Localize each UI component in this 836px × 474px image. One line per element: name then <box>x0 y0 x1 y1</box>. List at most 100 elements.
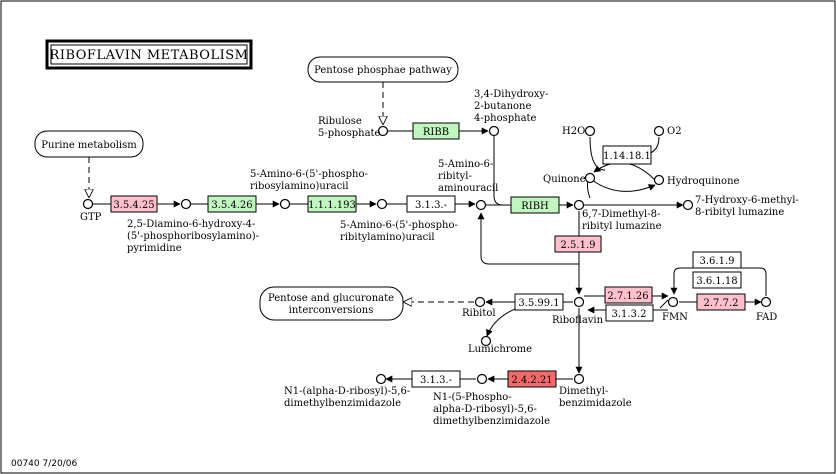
enzyme-2-7-7-2[interactable]: 2.7.7.2 <box>696 293 746 311</box>
label-fad: FAD <box>756 312 777 323</box>
enzyme-3-5-4-26[interactable]: 3.5.4.26 <box>207 195 257 213</box>
enzyme-1-1-1-193[interactable]: 1.1.1.193 <box>307 195 357 213</box>
compound-phospho-dmb[interactable] <box>476 373 488 385</box>
label-quinone: Quinone <box>543 174 586 185</box>
diagram-text: ribosylamino)uracil <box>250 181 349 192</box>
map-pentose-glucuronate[interactable]: Pentose and glucuronate interconversions <box>259 286 404 321</box>
label-gtp: GTP <box>80 212 102 223</box>
diagram-text: aminouracil <box>438 183 498 194</box>
diagram-text: Dimethyl- <box>559 386 608 397</box>
diagram-text: 2.5.1.9 <box>561 240 596 251</box>
label-amino-ribityluracil: 5-Amino-6- ribityl- aminouracil <box>438 159 498 194</box>
compound-quinone[interactable] <box>584 172 596 184</box>
compound-riboflavin[interactable] <box>573 296 585 308</box>
diagram-text: Pentose phosphae pathway <box>314 65 452 76</box>
diagram-text: 2-butanone <box>474 101 531 112</box>
label-ribitol: Ribitol <box>462 308 496 319</box>
enzyme-3-1-3-2[interactable]: 3.1.3.2 <box>605 304 654 322</box>
map-pentose-phosphate[interactable]: Pentose phosphae pathway <box>307 56 459 83</box>
diagram-text: ribityl lumazine <box>582 221 662 232</box>
diagram-text: 3.1.3.2 <box>612 309 647 320</box>
label-diamino: 2,5-Diamino-6-hydroxy-4- (5'-phosphoribo… <box>127 219 259 254</box>
label-lumichrome: Lumichrome <box>468 344 532 355</box>
label-riboflavin: Riboflavin <box>552 315 604 326</box>
compound-amino-ribityluracil[interactable] <box>475 199 487 211</box>
label-dimethyl-lumazine: 6,7-Dimethyl-8- ribityl lumazine <box>582 209 662 232</box>
compound-diamino[interactable] <box>180 198 192 210</box>
diagram-text: N1-(5-Phospho- <box>433 392 512 403</box>
label-ribulose: Ribulose 5-phosphate <box>318 116 381 139</box>
compound-hydroquinone[interactable] <box>653 174 665 186</box>
diagram-text: Purine metabolism <box>41 140 137 151</box>
diagram-text: 5-Amino-6-(5'-phospho- <box>340 220 458 231</box>
enzyme-3-1-3-dash[interactable]: 3.1.3.- <box>406 195 456 213</box>
diagram-text: interconversions <box>289 305 374 316</box>
enzyme-ribb[interactable]: RIBB <box>412 122 460 140</box>
diagram-text: 3,4-Dihydroxy- <box>474 89 548 100</box>
enzyme-2-5-1-9[interactable]: 2.5.1.9 <box>554 235 602 253</box>
diagram-title: RIBOFLAVIN METABOLISM <box>50 48 249 63</box>
compound-amino-ribosyl[interactable] <box>279 198 291 210</box>
diagram-text: dimethylbenzimidazole <box>284 398 401 409</box>
compound-hydroxy-lumazine[interactable] <box>682 199 694 211</box>
diagram-text: 3.5.99.1 <box>518 298 559 309</box>
label-o2: O2 <box>667 126 682 137</box>
compound-dmb[interactable] <box>573 373 585 385</box>
compound-ribulose[interactable] <box>377 125 389 137</box>
enzyme-3-1-3-dash-b[interactable]: 3.1.3.- <box>411 370 461 388</box>
compound-h2o[interactable] <box>584 125 596 137</box>
compound-ribosyl-dmb[interactable] <box>375 373 387 385</box>
compound-fad[interactable] <box>760 296 772 308</box>
title-box: RIBOFLAVIN METABOLISM <box>45 39 253 70</box>
enzyme-3-6-1-18[interactable]: 3.6.1.18 <box>692 271 742 289</box>
diagram-text: 1.1.1.193 <box>308 200 356 211</box>
diagram-text: 5-phosphate <box>318 128 381 139</box>
compound-dihydroxy[interactable] <box>488 125 500 137</box>
compound-lumichrome[interactable] <box>480 335 492 347</box>
label-amino-ribityl: 5-Amino-6-(5'-phospho- ribitylamino)urac… <box>340 220 458 243</box>
diagram-text: 3.1.3.- <box>420 375 452 386</box>
diagram-text: 3.1.3.- <box>415 200 447 211</box>
diagram-text: RIBB <box>423 127 449 138</box>
enzyme-3-5-4-25[interactable]: 3.5.4.25 <box>110 195 158 213</box>
diagram-text: (5'-phosphoribosylamino)- <box>127 231 259 242</box>
label-ribosyl-dmb: N1-(alpha-D-ribosyl)-5,6- dimethylbenzim… <box>284 386 410 409</box>
diagram-text: N1-(alpha-D-ribosyl)-5,6- <box>284 386 410 397</box>
enzyme-ribh[interactable]: RIBH <box>510 196 560 214</box>
diagram-text: 3.5.4.26 <box>211 200 252 211</box>
diagram-text: 5-Amino-6- <box>438 159 493 170</box>
label-fmn: FMN <box>662 312 688 323</box>
enzyme-3-6-1-9[interactable]: 3.6.1.9 <box>692 251 742 269</box>
compound-o2[interactable] <box>653 125 665 137</box>
compound-amino-ribityl[interactable] <box>376 198 388 210</box>
diagram-text: dimethylbenzimidazole <box>433 416 550 427</box>
diagram-text: 2,5-Diamino-6-hydroxy-4- <box>127 219 255 230</box>
label-dmb: Dimethyl- benzimidazole <box>559 386 632 409</box>
diagram-text: alpha-D-ribosyl)-5,6- <box>433 404 537 415</box>
label-amino-ribosyl: 5-Amino-6-(5'-phospho- ribosylamino)urac… <box>250 169 368 192</box>
compound-gtp[interactable] <box>82 198 94 210</box>
enzyme-1-14-18-1[interactable]: 1.14.18.1 <box>602 145 652 165</box>
label-hydroxy-lumazine: 7-Hydroxy-6-methyl- 8-ribityl lumazine <box>695 195 799 218</box>
enzyme-2-7-1-26[interactable]: 2.7.1.26 <box>604 286 653 304</box>
compound-fmn[interactable] <box>667 296 679 308</box>
compound-dimethyl-lumazine[interactable] <box>573 199 585 211</box>
diagram-text: 7-Hydroxy-6-methyl- <box>695 195 799 206</box>
diagram-text: 2.7.1.26 <box>607 291 648 302</box>
diagram-text: RIBH <box>521 201 549 212</box>
diagram-text: 4-phosphate <box>474 113 537 124</box>
enzyme-2-4-2-21[interactable]: 2.4.2.21 <box>507 370 557 388</box>
compound-ribitol[interactable] <box>474 296 486 308</box>
footer-id-date: 00740 7/20/06 <box>11 459 77 469</box>
diagram-text: benzimidazole <box>559 398 632 409</box>
label-phospho-dmb: N1-(5-Phospho- alpha-D-ribosyl)-5,6- dim… <box>433 392 550 427</box>
diagram-text: 5-Amino-6-(5'-phospho- <box>250 169 368 180</box>
diagram-text: 8-ribityl lumazine <box>695 207 784 218</box>
label-h2o: H2O <box>562 126 585 137</box>
diagram-text: Pentose and glucuronate <box>268 293 394 304</box>
diagram-text: ribitylamino)uracil <box>340 232 435 243</box>
enzyme-3-5-99-1[interactable]: 3.5.99.1 <box>514 293 564 311</box>
map-purine-metabolism[interactable]: Purine metabolism <box>34 130 144 158</box>
diagram-text: 1.14.18.1 <box>603 151 651 162</box>
